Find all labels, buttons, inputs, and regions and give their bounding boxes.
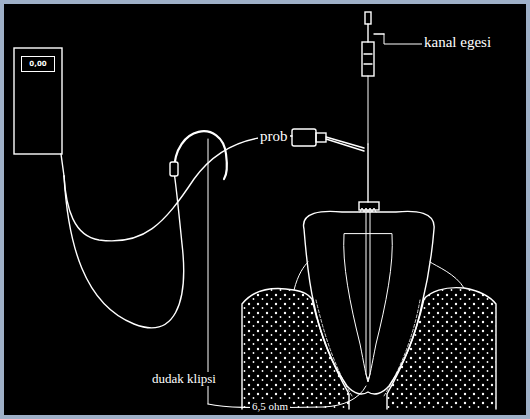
bone-right: [387, 288, 496, 409]
display-reading: 0,00: [29, 61, 46, 68]
lip-clip: [174, 131, 227, 179]
probe-label: prob: [258, 128, 290, 145]
resistance-label: 6,5 ohm: [250, 400, 290, 412]
endodontic-file: [366, 210, 370, 380]
bone-left: [242, 288, 349, 409]
probe-body: [292, 129, 316, 146]
clip-wire: [64, 172, 184, 328]
syringe: [365, 12, 371, 24]
lip-clip-label: dudak klipsi: [150, 372, 218, 386]
apex-locator-illustration: [4, 4, 526, 415]
root-canal: [344, 234, 393, 382]
display-screen: 0,00: [21, 56, 55, 72]
canal-file-label: kanal egesi: [422, 34, 493, 51]
device-housing: [14, 48, 62, 154]
drawing-ground: 0,00 prob kanal egesi dudak klipsi 6,5 ohm: [4, 4, 526, 415]
